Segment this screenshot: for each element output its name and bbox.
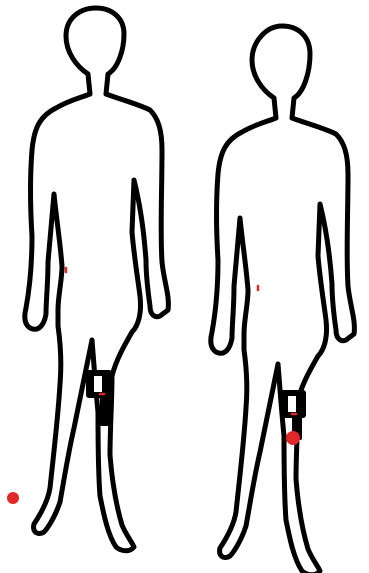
figure-right-outline	[211, 26, 355, 573]
figure-right-thigh-strap-gap	[288, 396, 296, 412]
figure-left-outline	[25, 8, 169, 551]
figure-left-thigh-strap-gap	[94, 376, 102, 392]
figure-left	[25, 8, 169, 551]
marker-dot-right-shank	[286, 431, 300, 445]
marker-dot-lower-left	[7, 492, 19, 504]
figure-right	[211, 26, 355, 573]
figure-left-shank-strap	[100, 396, 110, 426]
